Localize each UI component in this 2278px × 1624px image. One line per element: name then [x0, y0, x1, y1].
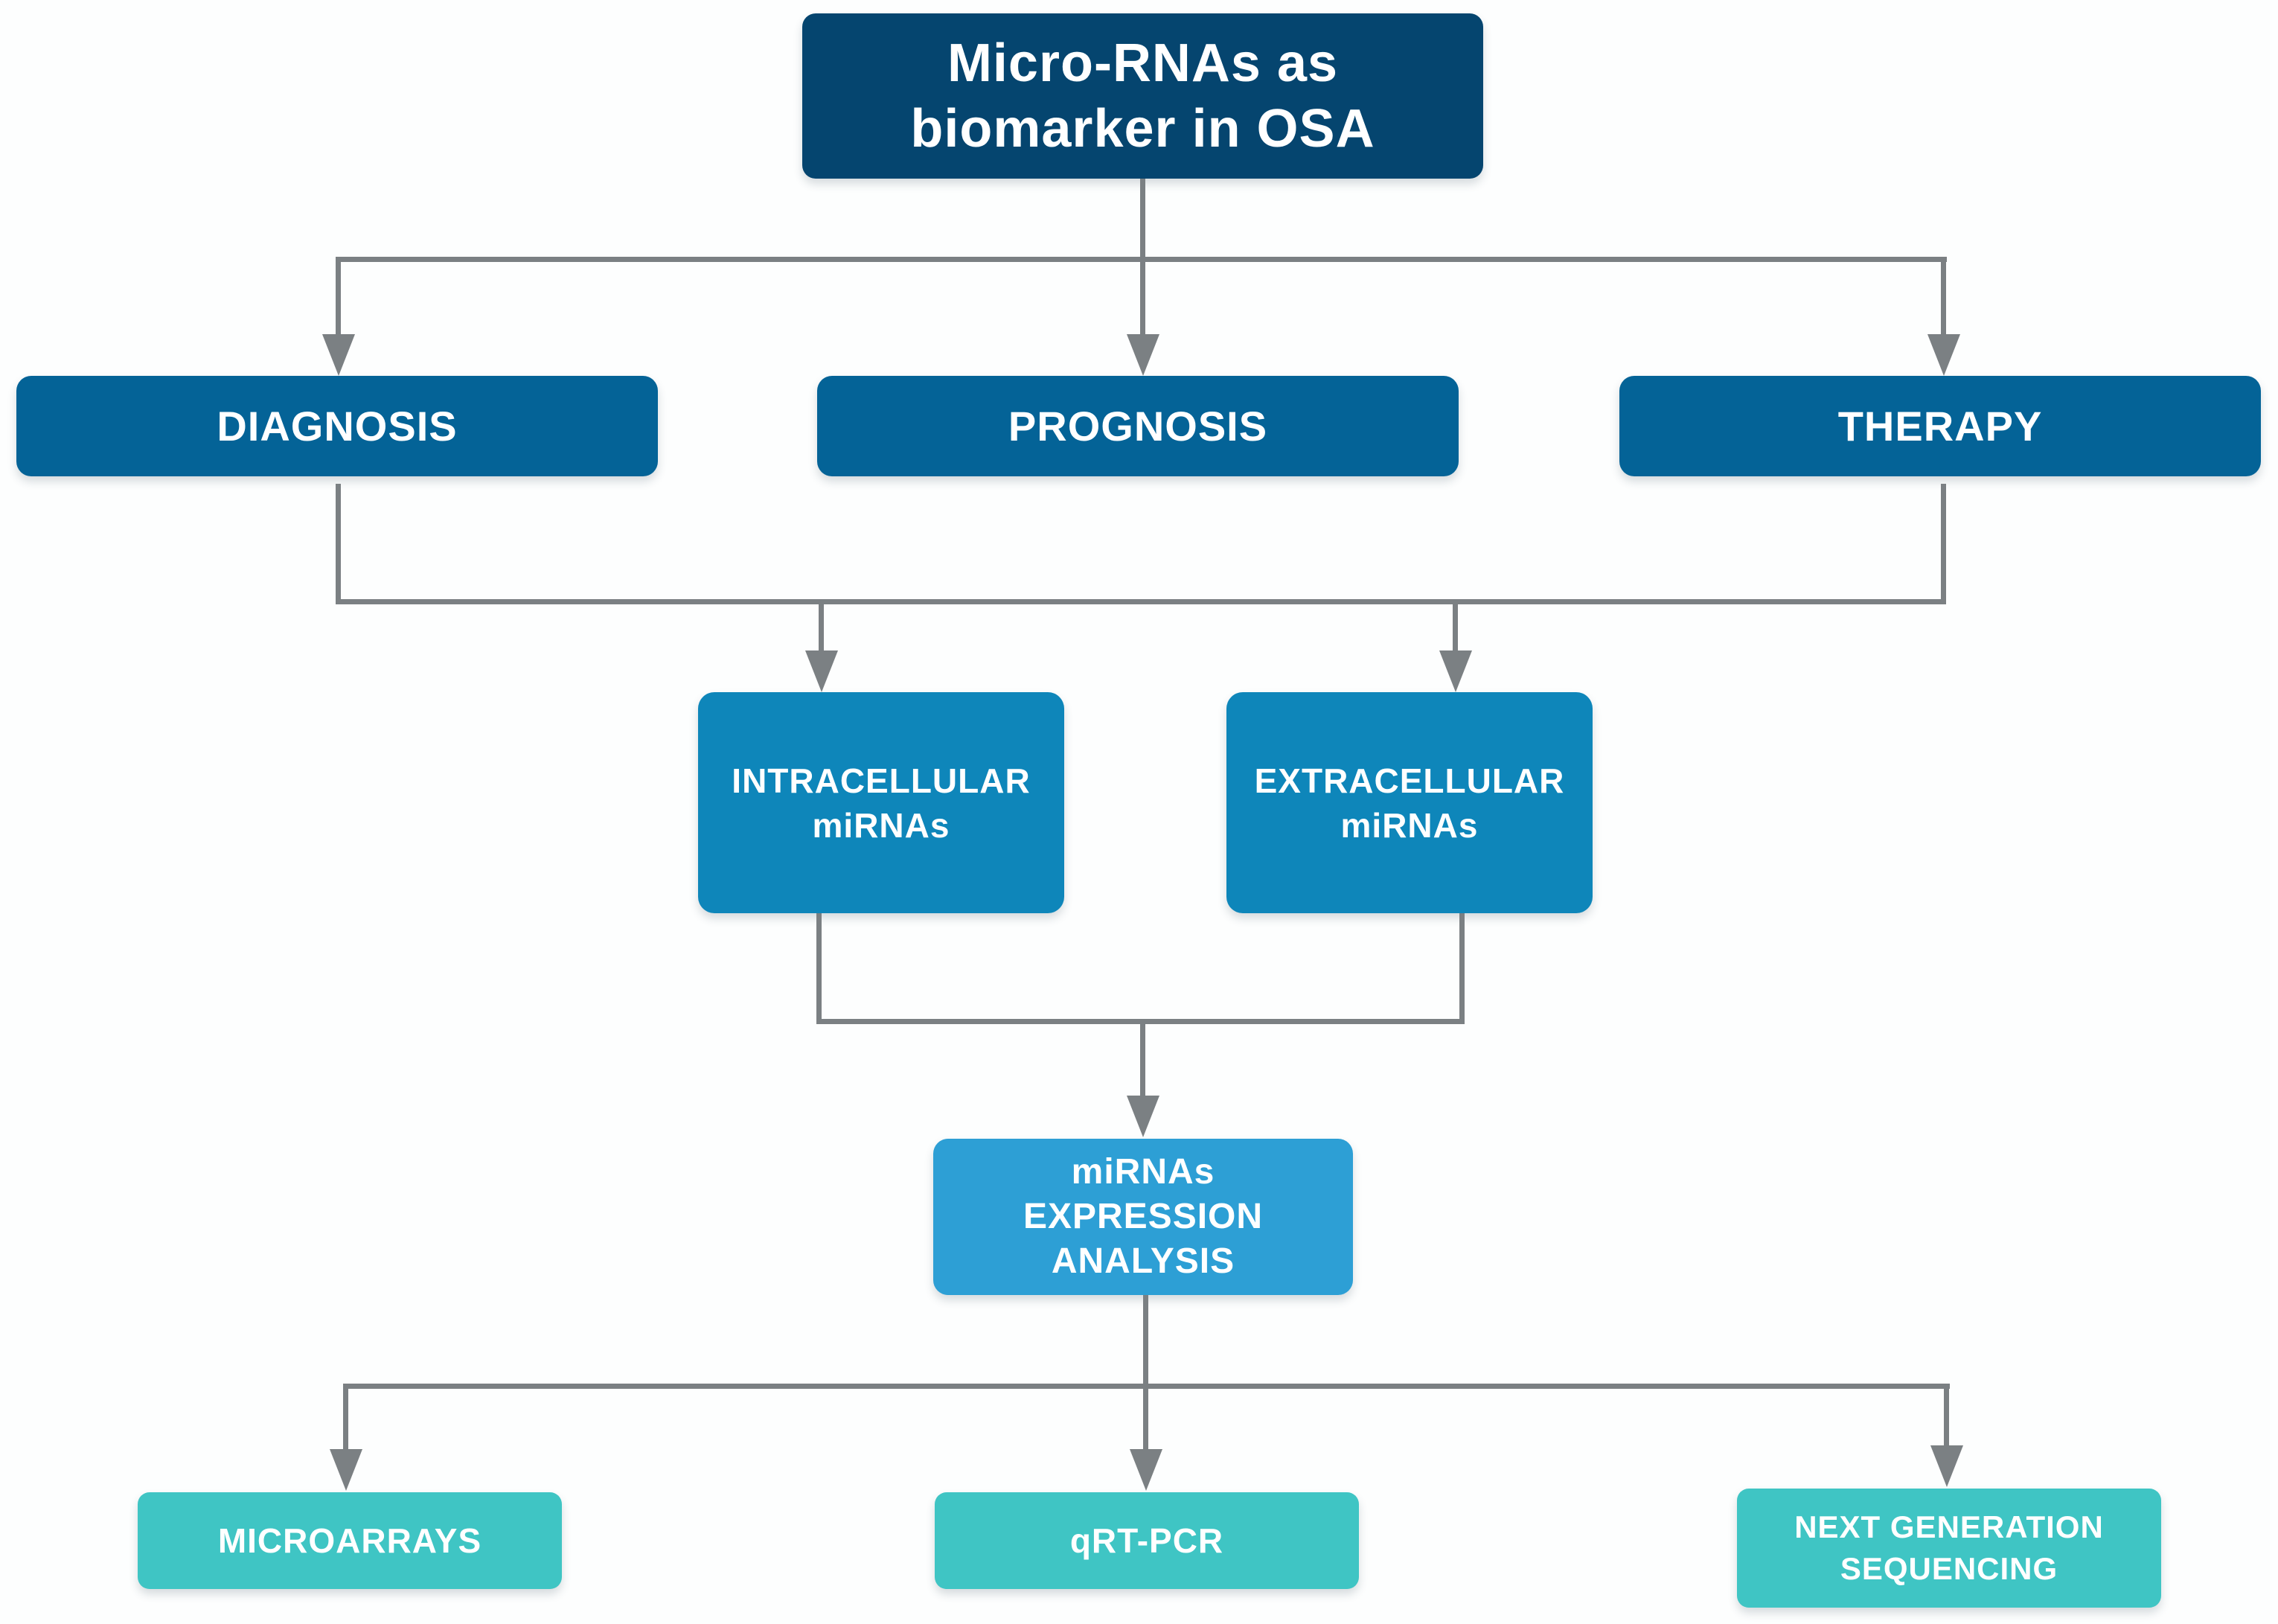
connector-arrow-intracellular-line: [819, 599, 824, 653]
arrowhead-expression: [1127, 1096, 1159, 1137]
arrowhead-diagnosis: [322, 334, 355, 376]
connector-row2-bar: [336, 599, 1946, 604]
node-therapy: THERAPY: [1619, 376, 2261, 476]
connector-arrow-extracellular-line: [1453, 599, 1458, 653]
arrowhead-prognosis: [1127, 334, 1159, 376]
node-prognosis-label: PROGNOSIS: [1008, 402, 1268, 450]
node-root-title: Micro-RNAs as biomarker in OSA: [802, 13, 1483, 179]
node-intracellular-mirnas: INTRACELLULAR miRNAs: [698, 692, 1064, 913]
node-expression-line2: EXPRESSION: [1023, 1197, 1264, 1236]
node-extracellular-mirnas: EXTRACELLULAR miRNAs: [1226, 692, 1593, 913]
node-diagnosis-label: DIAGNOSIS: [217, 402, 458, 450]
connector-root-stem: [1140, 179, 1145, 260]
connector-extracellular-stem: [1459, 913, 1465, 1024]
node-qrt-pcr: qRT-PCR: [935, 1492, 1359, 1589]
connector-row1-bar: [336, 257, 1947, 262]
node-intracellular-line1: INTRACELLULAR: [732, 761, 1031, 800]
node-therapy-label: THERAPY: [1837, 402, 2043, 450]
connector-arrow-diagnosis-line: [336, 260, 341, 336]
node-root-line1: Micro-RNAs as: [947, 33, 1339, 93]
connector-arrow-microarrays-line: [343, 1387, 348, 1450]
node-extracellular-line1: EXTRACELLULAR: [1254, 761, 1565, 800]
arrowhead-extracellular: [1439, 650, 1472, 692]
connector-arrow-ngs-line: [1944, 1387, 1949, 1447]
node-next-generation-sequencing: NEXT GENERATION SEQUENCING: [1737, 1489, 2161, 1608]
connector-diagnosis-stem: [336, 484, 341, 604]
connector-arrow-qrt-pcr-line: [1143, 1387, 1148, 1450]
arrowhead-qrt-pcr: [1130, 1449, 1162, 1491]
node-extracellular-line2: miRNAs: [1340, 805, 1479, 845]
arrowhead-intracellular: [805, 650, 838, 692]
connector-arrow-therapy-line: [1941, 260, 1946, 336]
arrowhead-ngs: [1930, 1445, 1963, 1487]
node-microarrays-label: MICROARRAYS: [217, 1521, 482, 1560]
connector-therapy-stem: [1941, 484, 1946, 604]
node-expression-line1: miRNAs: [1071, 1152, 1215, 1192]
connector-arrow-expression-line: [1140, 1019, 1145, 1097]
connector-intracellular-stem: [816, 913, 822, 1024]
connector-row4-bar: [343, 1384, 1950, 1389]
node-ngs-line1: NEXT GENERATION: [1794, 1509, 2104, 1544]
node-intracellular-line2: miRNAs: [812, 805, 950, 845]
node-expression-line3: ANALYSIS: [1051, 1241, 1235, 1281]
node-diagnosis: DIAGNOSIS: [16, 376, 658, 476]
node-qrt-pcr-label: qRT-PCR: [1069, 1521, 1224, 1560]
connector-arrow-prognosis-line: [1140, 260, 1145, 336]
connector-expression-stem: [1143, 1295, 1148, 1389]
arrowhead-microarrays: [330, 1449, 362, 1491]
node-mirnas-expression-analysis: miRNAs EXPRESSION ANALYSIS: [933, 1139, 1353, 1295]
arrowhead-therapy: [1927, 334, 1960, 376]
node-ngs-line2: SEQUENCING: [1840, 1551, 2058, 1586]
node-microarrays: MICROARRAYS: [138, 1492, 562, 1589]
node-root-line2: biomarker in OSA: [910, 99, 1375, 159]
node-prognosis: PROGNOSIS: [817, 376, 1459, 476]
